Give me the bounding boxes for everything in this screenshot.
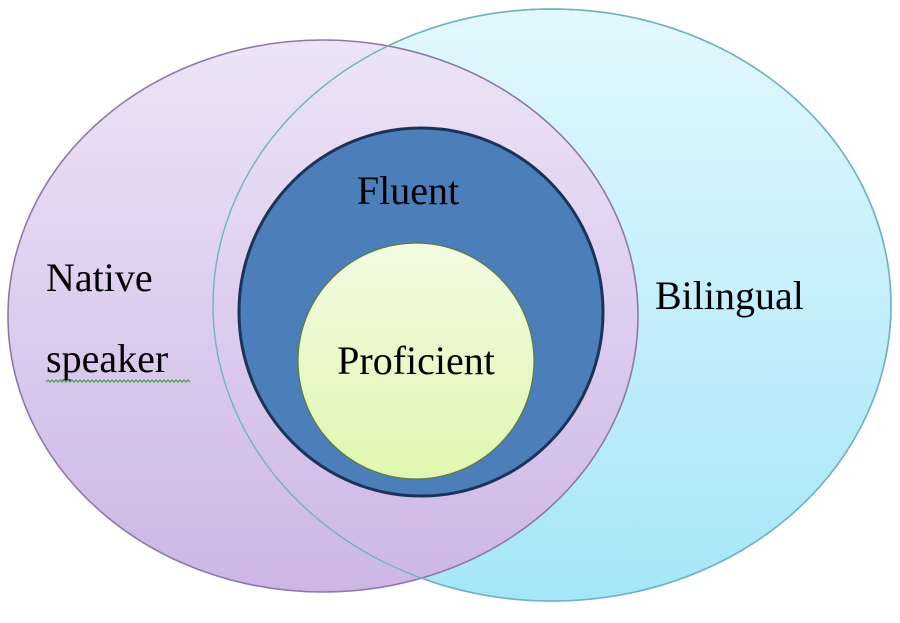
native-speaker-label-line-2: speaker bbox=[46, 336, 168, 381]
proficient-circle bbox=[297, 242, 535, 480]
spellcheck-underline bbox=[45, 379, 191, 383]
bilingual-label: Bilingual bbox=[655, 273, 804, 318]
bilingual-circle-outline bbox=[212, 8, 892, 602]
native-speaker-label-line-1: Native bbox=[46, 255, 153, 300]
fluent-label: Fluent bbox=[357, 168, 459, 213]
proficient-label: Proficient bbox=[337, 338, 495, 383]
